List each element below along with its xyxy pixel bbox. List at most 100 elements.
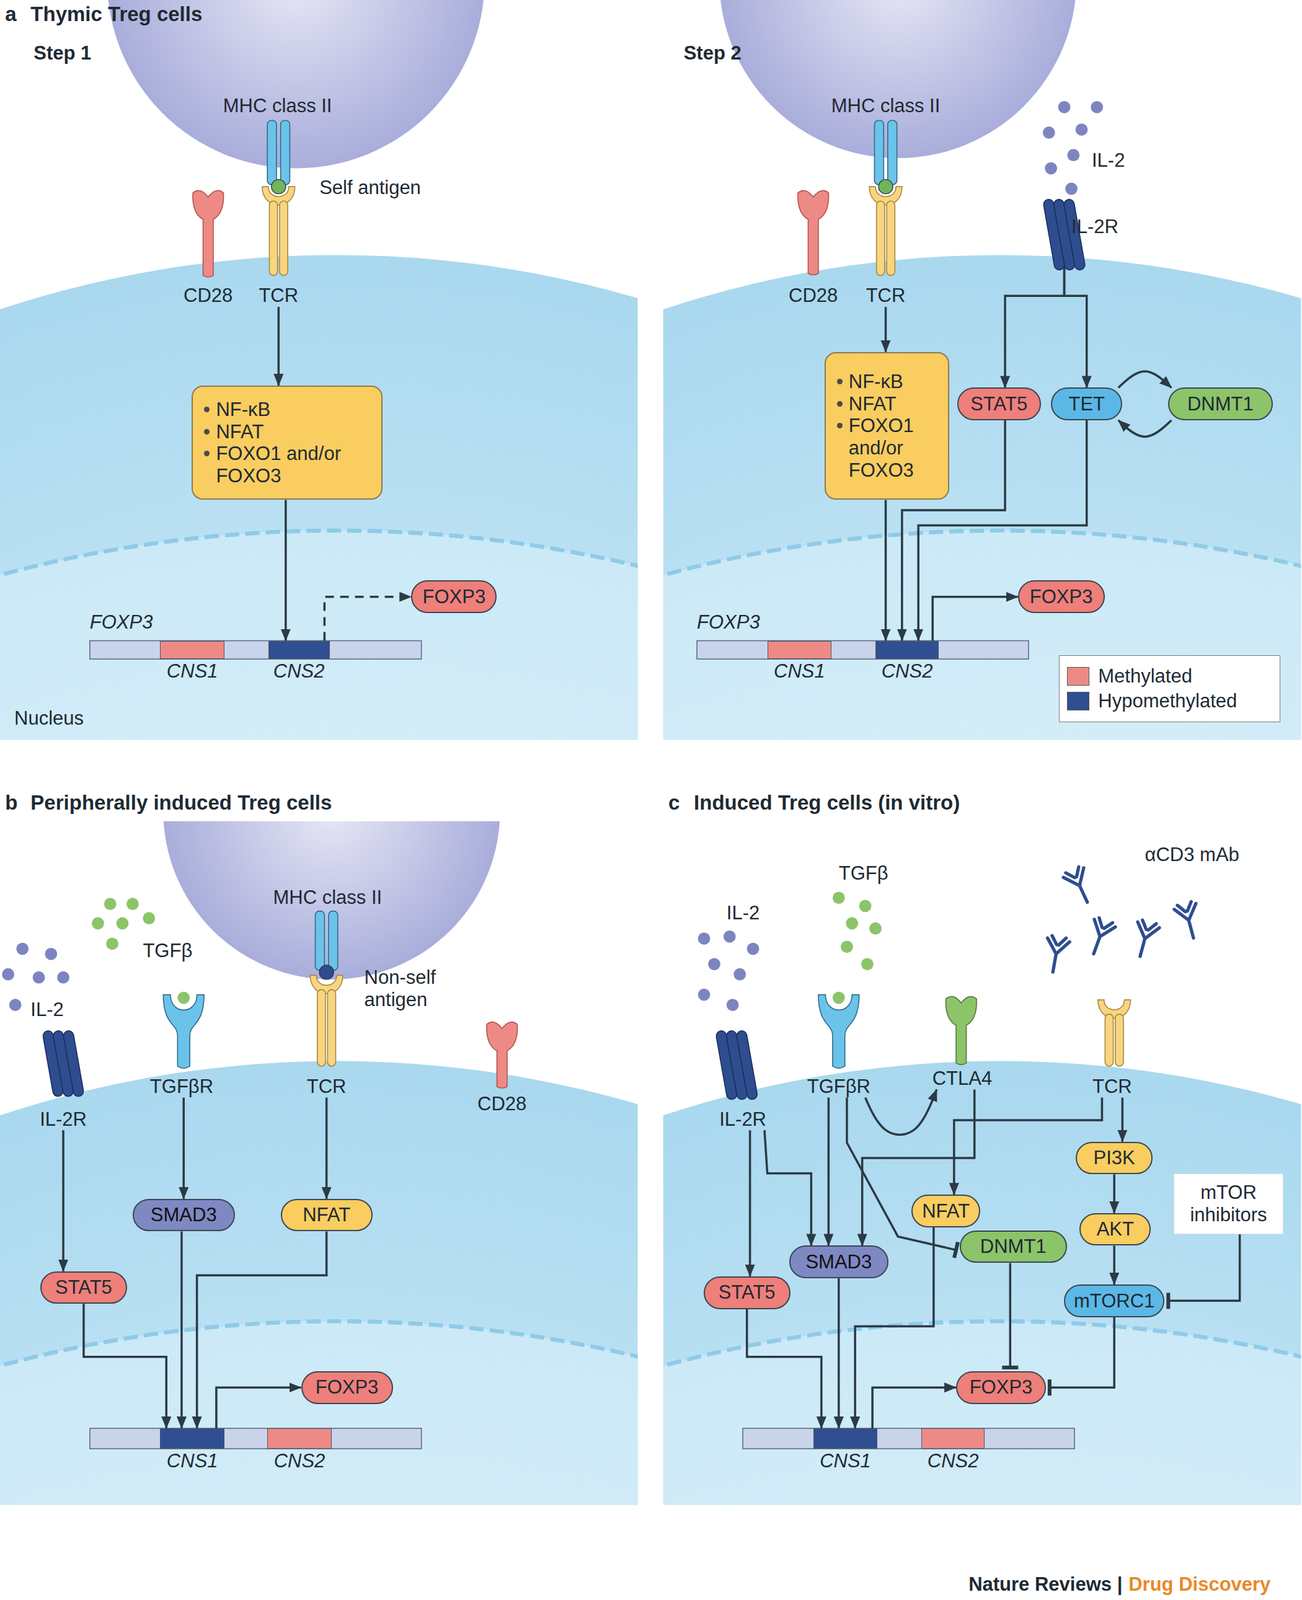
node-text: CNS1 xyxy=(166,1450,219,1473)
tgfb-dot xyxy=(177,992,190,1005)
tgfb-dot xyxy=(845,917,859,930)
molecule-oval: SMAD3 xyxy=(132,1199,235,1232)
mhc-symbol xyxy=(315,911,338,980)
tcr-symbol xyxy=(1098,1000,1131,1067)
mhc-symbol xyxy=(267,120,290,194)
panel xyxy=(0,821,638,1506)
receptor-label: TCR xyxy=(306,1075,347,1099)
tcr-symbol xyxy=(262,186,296,276)
panel-title: a xyxy=(4,2,17,27)
receptor-label: TCR xyxy=(258,284,299,307)
node-text: TCR xyxy=(866,284,906,307)
antigen-presenting-cell xyxy=(719,0,1077,159)
connector xyxy=(277,306,281,386)
box-text: NF-κB xyxy=(848,370,904,394)
node-text: IL-2R xyxy=(1071,215,1119,239)
molecule-oval: mTORC1 xyxy=(1063,1284,1165,1318)
molecule-oval: AKT xyxy=(1079,1213,1151,1247)
annotation: αCD3 mAb xyxy=(1145,843,1240,867)
antibody-symbol xyxy=(1062,865,1098,908)
journal-credit: Nature Reviews | xyxy=(968,1573,1123,1596)
panel xyxy=(0,0,638,740)
annotation: FOXP3 xyxy=(696,611,761,634)
tgfb-dot xyxy=(142,912,155,925)
il2-dot xyxy=(44,947,58,961)
node-text: TCR xyxy=(306,1075,347,1099)
antibody-symbol xyxy=(1173,900,1205,942)
node-text: NFAT xyxy=(921,1200,970,1223)
molecule-oval: NFAT xyxy=(911,1194,980,1228)
tgfb-dot xyxy=(859,900,872,913)
il2-dot xyxy=(1042,126,1056,139)
molecule-oval: FOXP3 xyxy=(301,1371,394,1405)
tgfb-dot xyxy=(104,897,117,911)
receptor-symbol xyxy=(486,1022,518,1089)
nucleus xyxy=(0,1321,638,1505)
annotation: MHC class II xyxy=(272,886,382,909)
receptor-label: TCR xyxy=(866,284,906,307)
tgfb-dot xyxy=(126,897,139,911)
legend-box: MethylatedHypomethylated xyxy=(1058,655,1281,723)
connector xyxy=(932,597,1018,642)
node-text: FOXP3 xyxy=(1029,585,1094,609)
il2-dot xyxy=(698,988,711,1002)
il2-dot xyxy=(1044,162,1058,175)
node-text: CNS2 xyxy=(273,660,325,683)
node-text: STAT5 xyxy=(55,1276,113,1299)
receptor-label: IL-2R xyxy=(39,1108,87,1131)
foxp3-gene-bar xyxy=(696,641,1029,660)
gene-region: CNS2 xyxy=(875,641,939,660)
node-text: CNS1 xyxy=(773,660,826,683)
panel xyxy=(663,821,1302,1506)
il2-dot xyxy=(708,957,721,971)
il2-dot xyxy=(1,968,15,981)
foxp3-gene-bar xyxy=(89,641,422,660)
annotation: CD28 xyxy=(788,284,838,307)
step-label: Step 2 xyxy=(683,42,742,65)
molecule-oval: FOXP3 xyxy=(1018,580,1105,614)
molecule-oval: STAT5 xyxy=(957,387,1041,421)
drug-box: mTOR inhibitors xyxy=(1173,1173,1285,1236)
il2-dot xyxy=(1090,101,1103,114)
il2-dot xyxy=(1058,101,1071,114)
panel-title: c xyxy=(668,791,680,815)
antibody-symbol xyxy=(1083,916,1117,958)
node-text: CNS1 xyxy=(166,660,219,683)
connector xyxy=(837,1278,841,1429)
t-cell xyxy=(0,254,638,740)
node-text: TCR xyxy=(1092,1075,1133,1099)
step-label: Step 1 xyxy=(33,42,92,65)
journal-credit: Drug Discovery xyxy=(1128,1573,1271,1596)
molecule-oval: TET xyxy=(1050,387,1123,421)
il2-dot xyxy=(747,943,760,956)
legend-text: Hypomethylated xyxy=(1098,690,1237,713)
node-text: CNS2 xyxy=(881,660,934,683)
node-text: FOXP3 xyxy=(969,1376,1033,1399)
connector xyxy=(1009,1262,1012,1368)
node-text: CNS2 xyxy=(927,1450,979,1473)
tgfb-dot xyxy=(116,917,129,930)
il2-dot xyxy=(16,943,29,956)
node-text: AKT xyxy=(1096,1218,1134,1241)
nucleus xyxy=(0,530,638,740)
connector xyxy=(1118,420,1172,437)
molecule-oval: FOXP3 xyxy=(956,1371,1046,1405)
receptor-symbol xyxy=(797,190,829,275)
molecule-oval: NFAT xyxy=(280,1199,373,1232)
il2r-symbol xyxy=(715,1030,759,1101)
tgfb-dot xyxy=(91,917,105,930)
node-text: SMAD3 xyxy=(805,1251,872,1274)
panel xyxy=(663,0,1302,740)
connector xyxy=(216,1387,302,1429)
box-text: NFAT xyxy=(215,420,264,444)
annotation: IL-2 xyxy=(726,902,760,925)
annotation: CD28 xyxy=(183,284,233,307)
il2-dot xyxy=(733,968,746,981)
nucleus xyxy=(663,1321,1302,1505)
box-text: NF-κB xyxy=(215,398,271,421)
receptor-label: IL-2R xyxy=(1049,215,1119,239)
legend-text: Methylated xyxy=(1098,665,1193,688)
connector xyxy=(865,1089,937,1135)
il2-dot xyxy=(9,998,22,1012)
node-text: DNMT1 xyxy=(1187,393,1254,416)
